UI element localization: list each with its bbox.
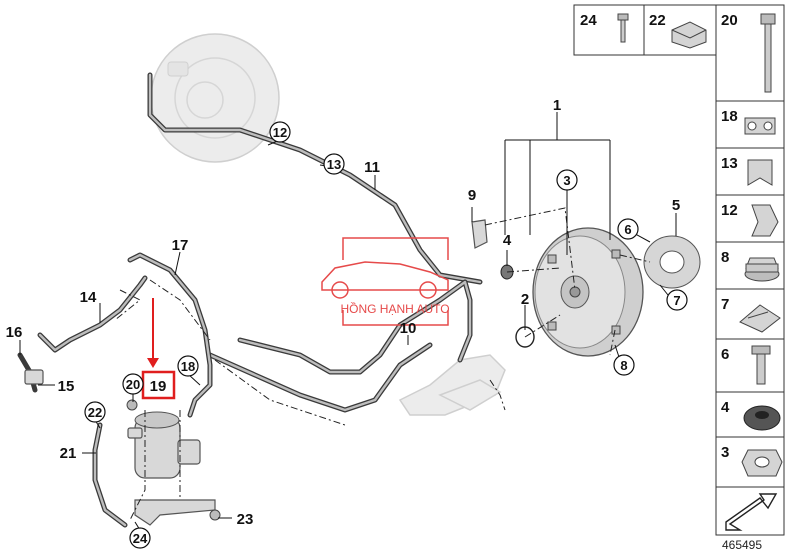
legend-label-18: 18: [721, 108, 738, 125]
label-24: 24: [133, 531, 148, 546]
legend-label-22: 22: [649, 12, 666, 29]
label-10: 10: [400, 320, 417, 337]
legend-side: 20 18 13 12 8 7: [715, 4, 785, 536]
document-id: 465495: [722, 538, 762, 552]
bracket-clip-icon: [751, 204, 779, 237]
double-clip-icon: [744, 117, 776, 135]
circled-labels: 3 6 7 8 12 13 18 20 22 24: [84, 121, 688, 549]
legend-label-24: 24: [580, 12, 597, 29]
sensor-9: [471, 219, 488, 249]
vacuum-line-14: [37, 275, 148, 353]
label-20: 20: [126, 377, 140, 392]
label-12: 12: [273, 125, 287, 140]
label-5: 5: [672, 197, 680, 214]
gasket-5: [643, 235, 701, 289]
pressure-sensor-15: [17, 352, 44, 393]
label-14: 14: [80, 289, 97, 306]
watermark-text: HỒNG HẠNH AUTO: [340, 301, 449, 316]
legend-top: 24 22: [573, 4, 717, 56]
label-22: 22: [88, 405, 102, 420]
label-9: 9: [468, 187, 476, 204]
label-4: 4: [503, 232, 512, 249]
spring-clip-icon: [739, 304, 781, 333]
hose-clip-icon: [671, 21, 707, 49]
bolt-icon: [760, 13, 776, 93]
legend-label-4: 4: [721, 399, 730, 416]
legend-label-3: 3: [721, 444, 729, 461]
label-6: 6: [624, 222, 631, 237]
label-21: 21: [60, 445, 77, 462]
label-15: 15: [58, 378, 75, 395]
legend-label-6: 6: [721, 346, 729, 363]
label-16: 16: [6, 324, 23, 341]
part-labels: 1 2 4 5 9 10 11 14 15 16 17 21 23: [6, 97, 681, 528]
watermark-logo: HỒNG HẠNH AUTO: [321, 237, 450, 326]
label-2: 2: [521, 291, 529, 308]
grommet-icon: [743, 405, 781, 431]
ghost-reservoir: [398, 354, 506, 416]
hex-nut-flange-icon: [744, 257, 780, 282]
label-17: 17: [172, 237, 189, 254]
label-8: 8: [620, 358, 627, 373]
vacuum-hose-17: [127, 252, 213, 418]
highlight-19: 19: [141, 298, 176, 400]
assembly-lines: [114, 207, 651, 521]
leader-lines: [19, 112, 677, 531]
line-clip-icon: [747, 159, 773, 186]
legend-label-8: 8: [721, 249, 729, 266]
label-3: 3: [563, 173, 570, 188]
blind-rivet-icon: [617, 13, 629, 43]
pin-icon: [751, 345, 771, 385]
label-13: 13: [327, 157, 341, 172]
label-7: 7: [673, 293, 680, 308]
label-23: 23: [237, 511, 254, 528]
label-18: 18: [181, 359, 195, 374]
legend-label-7: 7: [721, 296, 729, 313]
vacuum-line-21: [92, 422, 128, 528]
brake-booster: [532, 227, 644, 357]
vacuum-pump: [126, 399, 221, 526]
legend-label-13: 13: [721, 155, 738, 172]
direction-arrow-icon: [725, 493, 778, 531]
label-19: 19: [150, 378, 167, 395]
legend-label-12: 12: [721, 202, 738, 219]
hex-nut-icon: [741, 449, 783, 477]
label-11: 11: [364, 159, 380, 176]
ghost-brake-booster: [150, 33, 280, 163]
legend-label-20: 20: [721, 12, 738, 29]
label-1: 1: [553, 97, 561, 114]
